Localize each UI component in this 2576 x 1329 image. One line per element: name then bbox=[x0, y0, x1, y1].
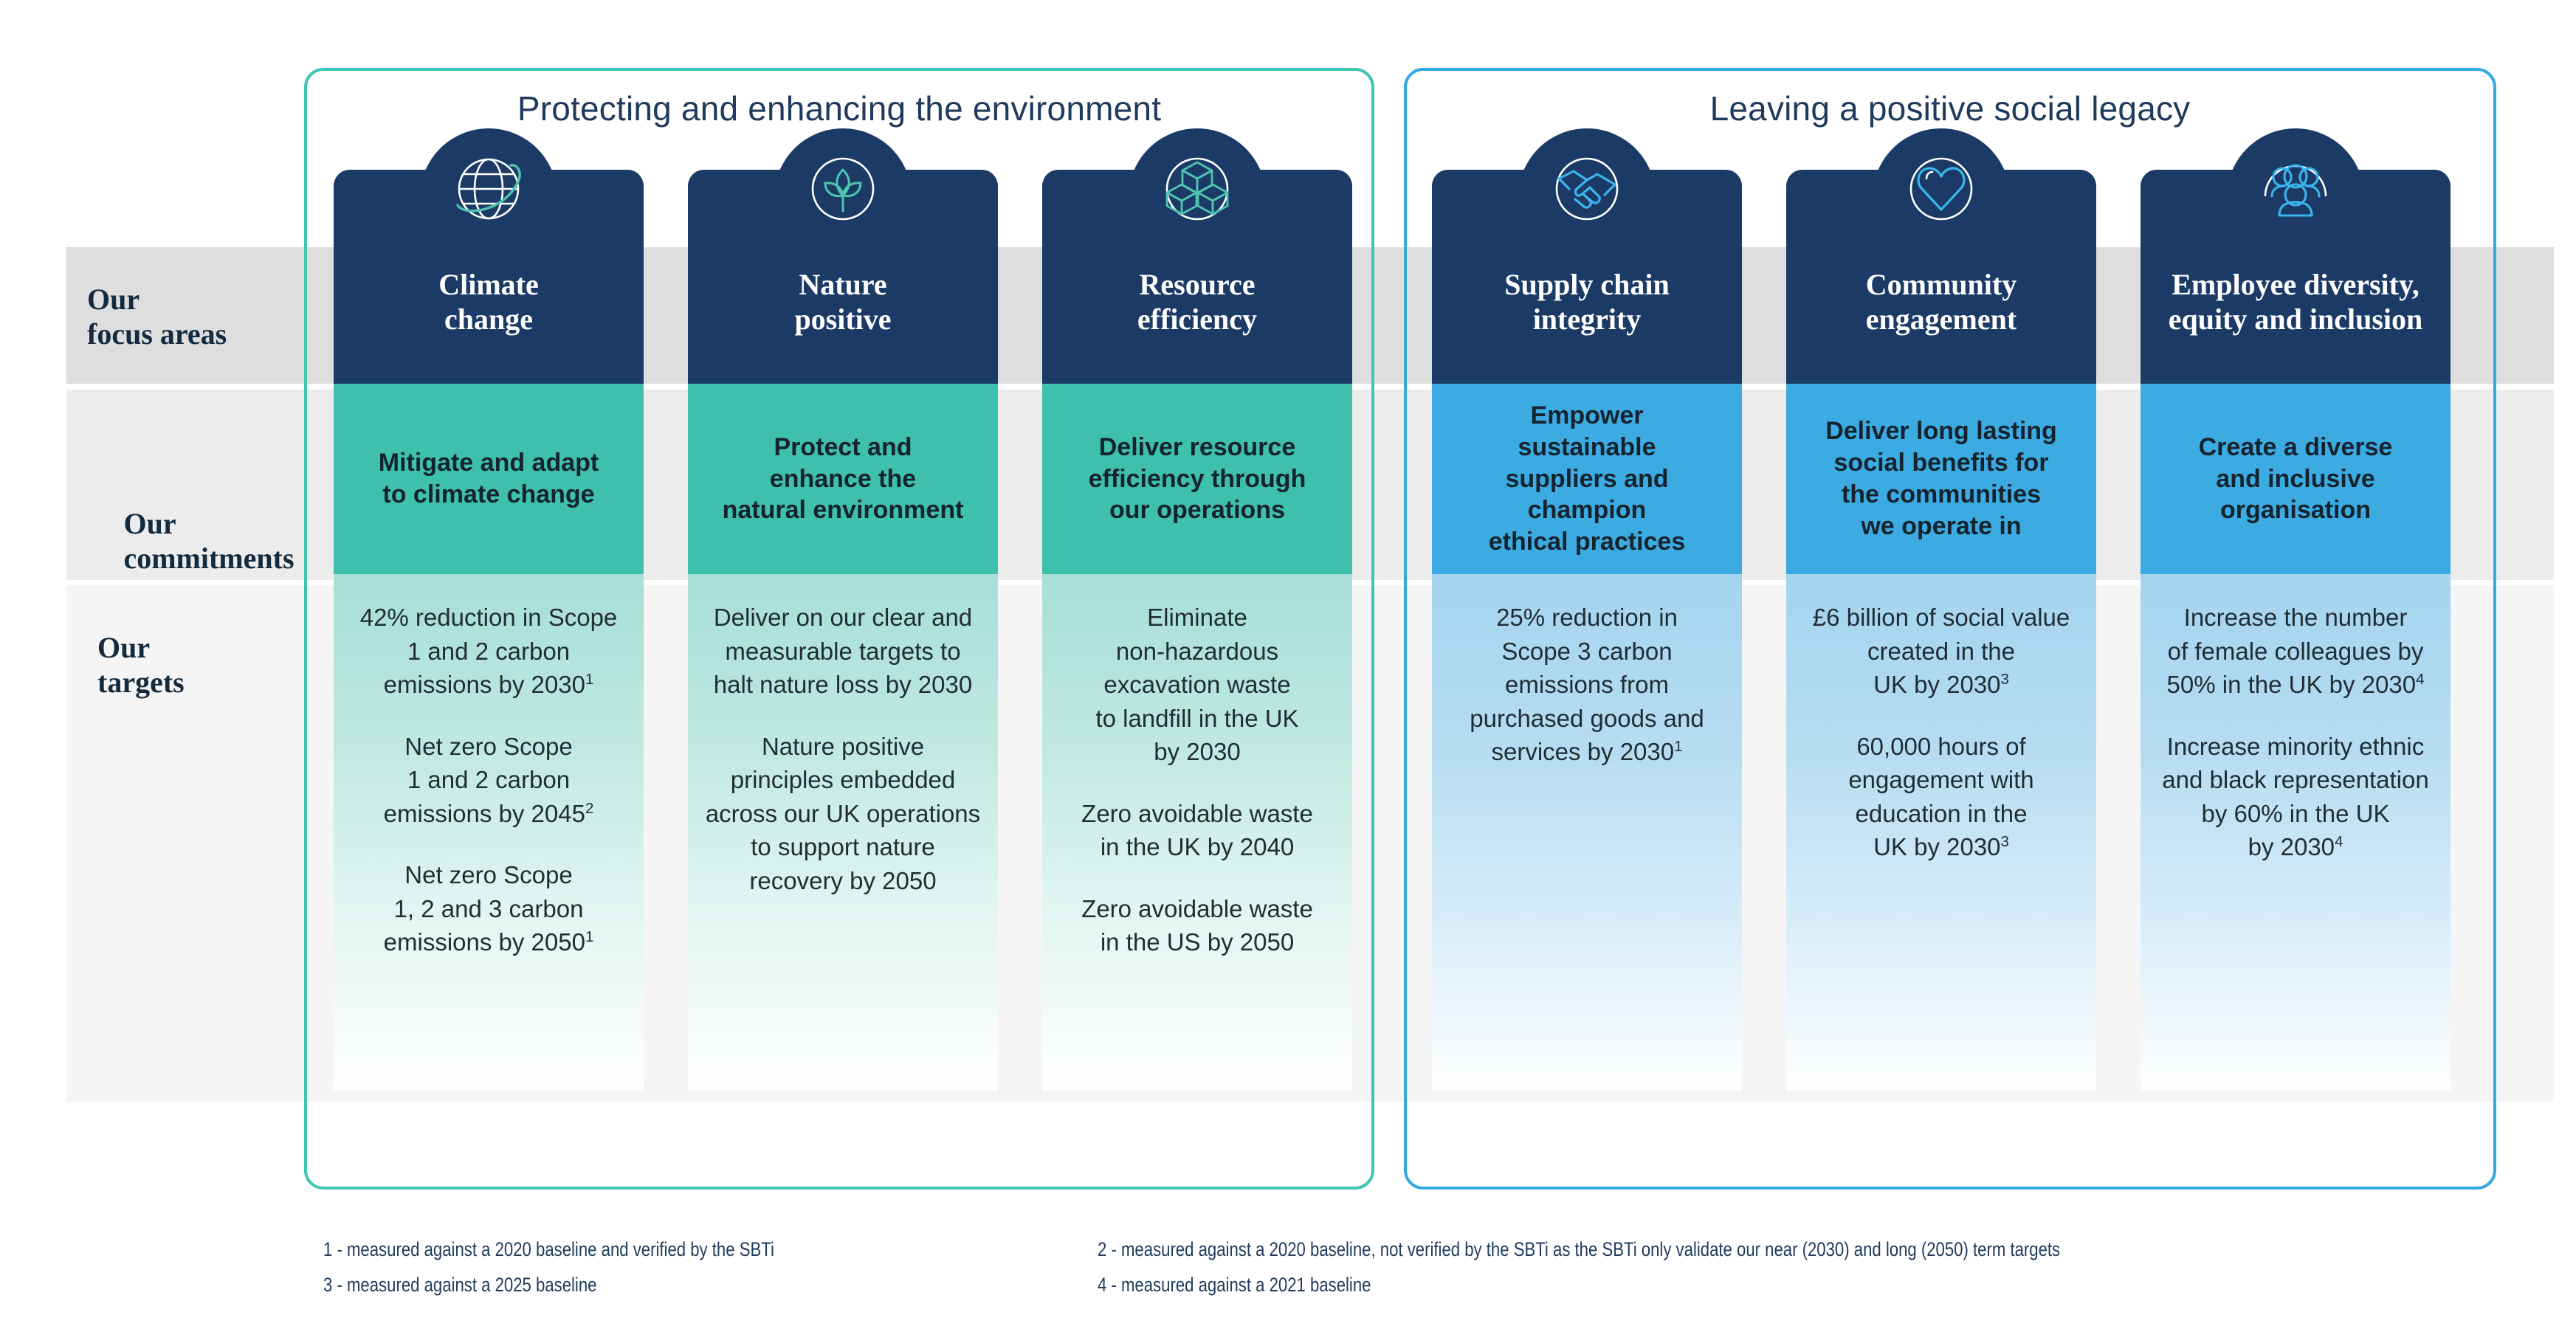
footnote-3: 3 - measured against a 2025 baseline bbox=[323, 1274, 597, 1296]
heart-icon bbox=[1895, 143, 1987, 235]
column-header-employee-diversity: Employee diversity,equity and inclusion bbox=[2141, 164, 2451, 384]
cubes-icon bbox=[1151, 143, 1243, 235]
section-frame-social bbox=[1404, 68, 2496, 1190]
footnote-2: 2 - measured against a 2020 baseline, no… bbox=[1098, 1238, 2061, 1260]
column-title-employee-diversity: Employee diversity,equity and inclusion bbox=[2168, 268, 2423, 336]
handshake-icon bbox=[1541, 143, 1633, 235]
footnote-4: 4 - measured against a 2021 baseline bbox=[1098, 1274, 1371, 1296]
footnote-1: 1 - measured against a 2020 baseline and… bbox=[323, 1238, 774, 1260]
column-employee-diversity: Employee diversity,equity and inclusion … bbox=[2141, 164, 2451, 1091]
plant-icon bbox=[797, 143, 889, 235]
people-group-icon bbox=[2250, 143, 2341, 235]
section-frame-environment bbox=[304, 68, 1374, 1190]
globe-icon bbox=[443, 143, 534, 235]
section-title-social: Leaving a positive social legacy bbox=[1709, 89, 2191, 128]
section-title-environment: Protecting and enhancing the environment bbox=[517, 89, 1162, 128]
